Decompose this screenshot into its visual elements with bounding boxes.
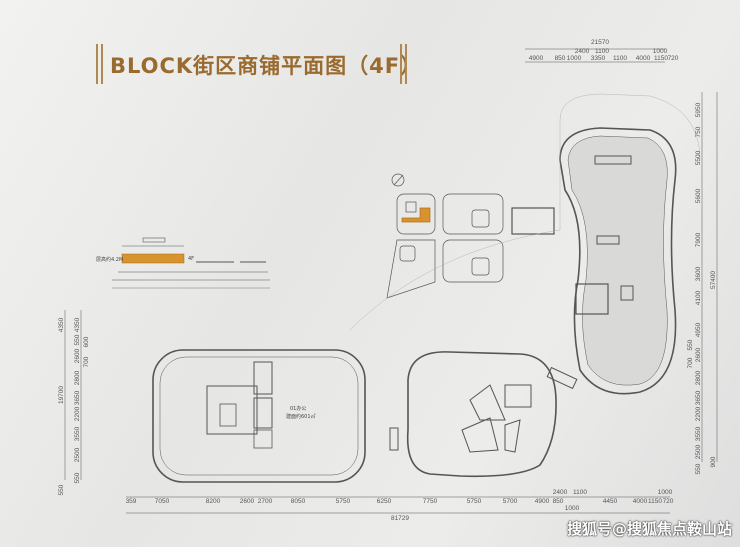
elevation-floor-label: 4F <box>188 256 194 262</box>
dimension-label: 2600 <box>74 348 81 363</box>
elevation-height-label: 层高约4.2M <box>96 256 123 263</box>
dimension-label: 1000 <box>653 48 668 55</box>
office-block: 01办公 建面约601㎡ <box>152 349 366 483</box>
dimension-label: 1100 <box>595 48 609 55</box>
dimension-label: 4350 <box>74 317 81 332</box>
dimension-label: 2600 <box>695 347 702 362</box>
dimension-label: 4000 <box>633 498 648 505</box>
title-bar-right-2 <box>405 44 407 84</box>
tower-block <box>349 93 701 395</box>
dimension-label: 4100 <box>695 290 702 305</box>
disclaimer-note <box>180 523 550 533</box>
dimension-label: 57400 <box>710 271 717 289</box>
dimension-label: 81729 <box>391 515 409 522</box>
dimension-label: 4350 <box>58 317 65 332</box>
dimension-label: 720 <box>663 498 674 505</box>
dimension-label: 359 <box>126 498 137 505</box>
dimension-label: 2200 <box>695 406 702 421</box>
north-arrow-icon <box>391 173 405 187</box>
dimension-label: 5750 <box>467 498 482 505</box>
dimension-label: 900 <box>710 456 717 467</box>
dimension-label: 7050 <box>155 498 170 505</box>
dimension-label: 1000 <box>658 489 673 496</box>
dimension-label: 4900 <box>529 55 544 62</box>
dimension-label: 2500 <box>695 444 702 459</box>
dimension-label: 6250 <box>377 498 392 505</box>
key-plan <box>386 173 504 299</box>
page-title: BLOCK街区商铺平面图（4F） <box>110 54 423 78</box>
dimension-label: 550 <box>687 339 694 350</box>
dimension-label: 3600 <box>695 266 702 281</box>
section-elevation: 层高约4.2M 4F <box>96 237 270 289</box>
dimension-label: 4000 <box>636 55 651 62</box>
dimension-label: 720 <box>668 55 679 62</box>
dimension-label: 3550 <box>74 426 81 441</box>
dimension-label: 600 <box>83 336 90 347</box>
dimension-label: 8050 <box>291 498 306 505</box>
dimension-label: 4450 <box>603 498 618 505</box>
dimension-label: 1150 <box>654 55 668 62</box>
dimension-label: 2400 <box>575 48 590 55</box>
dimension-label: 3650 <box>74 390 81 405</box>
dimension-label: 850 <box>555 55 566 62</box>
dimension-label: 7750 <box>423 498 438 505</box>
dimension-label: 4900 <box>535 498 550 505</box>
title-bar-left <box>96 44 98 84</box>
middle-block <box>389 351 578 478</box>
dimension-label: 550 <box>74 472 81 483</box>
dimension-label: 19700 <box>58 386 65 404</box>
dimension-label: 2500 <box>74 447 81 462</box>
dimension-label: 550 <box>695 463 702 474</box>
dimension-label: 2700 <box>258 498 273 505</box>
unit-area: 建面约601㎡ <box>286 413 316 420</box>
dimension-label: 21570 <box>591 39 609 46</box>
dimension-label: 4950 <box>695 322 702 337</box>
dimension-label: 5700 <box>503 498 518 505</box>
dimension-label: 2400 <box>553 489 568 496</box>
dimension-label: 1150 <box>648 498 662 505</box>
dimension-label: 700 <box>83 356 90 367</box>
dimension-label: 5500 <box>695 150 702 165</box>
dimension-label: 550 <box>58 484 65 495</box>
dimension-label: 750 <box>695 126 702 137</box>
dimension-label: 3350 <box>591 55 606 62</box>
dimension-label: 5950 <box>695 102 702 117</box>
dimension-label: 1000 <box>565 505 580 512</box>
dimension-label: 2600 <box>240 498 255 505</box>
dimension-lines <box>64 48 718 514</box>
watermark: 搜狐号@搜狐焦点鞍山站 <box>566 520 732 538</box>
dimension-label: 2800 <box>74 370 81 385</box>
unit-name: 01办公 <box>290 405 306 412</box>
dimension-label: 3650 <box>695 390 702 405</box>
dimension-label: 1000 <box>567 55 582 62</box>
dimension-label: 700 <box>687 357 694 368</box>
dimension-label: 8200 <box>206 498 221 505</box>
title-bar-left-2 <box>101 44 103 84</box>
dimension-label: 2800 <box>695 370 702 385</box>
dimension-label: 5600 <box>695 188 702 203</box>
dimension-label: 2200 <box>74 406 81 421</box>
dimension-label: 1100 <box>613 55 627 62</box>
dimension-label: 550 <box>74 334 81 345</box>
dimension-label: 3550 <box>695 426 702 441</box>
dimension-label: 850 <box>553 498 564 505</box>
dimension-label: 5750 <box>336 498 351 505</box>
title-bar-right <box>400 44 402 84</box>
dimension-label: 1100 <box>573 489 587 496</box>
dimension-label: 7900 <box>695 232 702 247</box>
